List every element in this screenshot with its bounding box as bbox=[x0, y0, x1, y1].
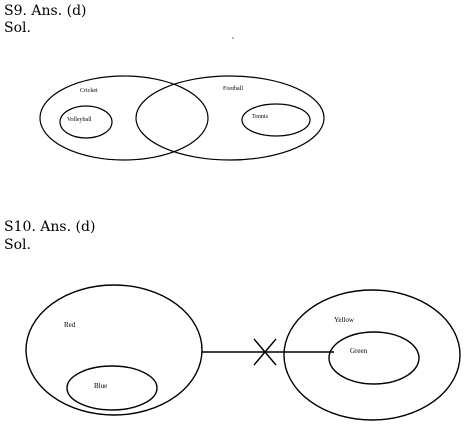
s9-answer-heading: S9. Ans. (d) bbox=[4, 3, 87, 19]
s10-sol-label: Sol. bbox=[4, 237, 31, 253]
stray-dot bbox=[232, 37, 234, 39]
yellow-ellipse bbox=[283, 289, 461, 421]
tennis-ellipse bbox=[241, 103, 311, 137]
football-ellipse bbox=[135, 75, 325, 161]
green-ellipse bbox=[328, 331, 420, 385]
blue-ellipse bbox=[66, 365, 158, 411]
s10-venn-diagram bbox=[25, 284, 461, 421]
cross-mark-stroke-2 bbox=[253, 338, 277, 366]
volleyball-label: Volleyball bbox=[67, 117, 92, 123]
cricket-ellipse bbox=[39, 75, 209, 161]
red-label: Red bbox=[64, 321, 76, 329]
volleyball-ellipse bbox=[59, 105, 113, 139]
football-label: Football bbox=[223, 86, 243, 92]
s9-sol-label: Sol. bbox=[4, 20, 31, 36]
blue-label: Blue bbox=[94, 382, 107, 390]
s10-answer-heading: S10. Ans. (d) bbox=[4, 219, 96, 235]
green-label: Green bbox=[350, 347, 368, 355]
s9-venn-diagram bbox=[39, 75, 325, 161]
tennis-label: Tennis bbox=[252, 114, 269, 120]
cricket-label: Cricket bbox=[80, 88, 98, 94]
yellow-label: Yellow bbox=[334, 316, 355, 324]
red-ellipse bbox=[25, 284, 203, 416]
